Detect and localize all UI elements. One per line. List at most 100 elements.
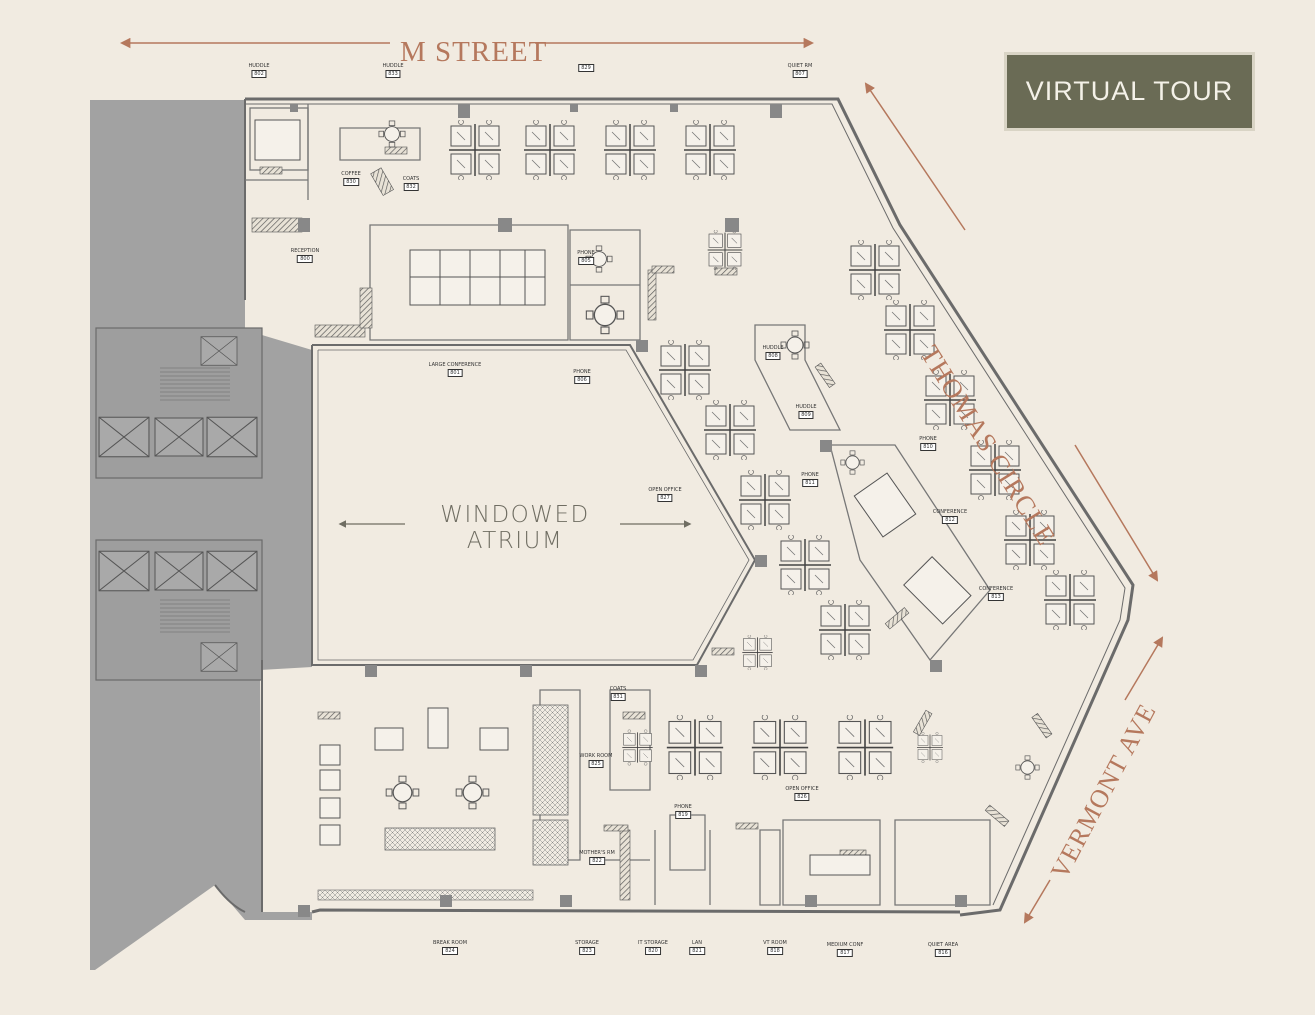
room-name: COFFEE [341, 171, 361, 177]
atrium-line1: WINDOWED [440, 502, 590, 528]
room-name: QUIET AREA [927, 942, 959, 948]
room-name: PHONE [919, 436, 937, 442]
thomas-circle-arrow [864, 82, 1159, 582]
virtual-tour-button[interactable]: VIRTUAL TOUR [1004, 52, 1255, 131]
room-name: MEDIUM CONF [826, 942, 864, 948]
atrium-line2: ATRIUM [466, 528, 564, 554]
room-number: 806 [574, 376, 590, 384]
room-number: 831 [610, 693, 626, 701]
room-name: WORK ROOM [579, 753, 613, 759]
room-number: 817 [837, 949, 853, 957]
room-name: IT STORAGE [638, 940, 668, 946]
room-number: 829 [578, 64, 594, 72]
m-street-label: M STREET [400, 36, 548, 68]
room-number: 824 [442, 947, 458, 955]
room-name: STORAGE [575, 940, 599, 946]
room-number: 809 [798, 411, 814, 419]
room-number: 807 [792, 70, 808, 78]
room-name: HUDDLE [795, 404, 817, 410]
hatched-walls [251, 146, 1053, 901]
columns [290, 104, 967, 917]
exterior-walls [214, 97, 1135, 917]
room-name: CONFERENCE [978, 586, 1014, 592]
vermont-ave-arrow [1023, 636, 1164, 924]
room-number: 830 [343, 178, 359, 186]
room-label-829[interactable]: 829 [578, 63, 594, 72]
room-name: COATS [609, 686, 627, 692]
room-name: RECEPTION [290, 248, 320, 254]
room-number: 800 [297, 255, 313, 263]
room-name: HUDDLE [382, 63, 404, 69]
room-number: 812 [942, 516, 958, 524]
room-number: 822 [589, 857, 605, 865]
room-name: PHONE [577, 250, 595, 256]
room-number: 810 [920, 443, 936, 451]
round-tables [378, 120, 1040, 810]
atrium-label: WINDOWED ATRIUM [420, 502, 610, 554]
counters [317, 704, 569, 901]
room-number: 833 [385, 70, 401, 78]
room-name: BREAK ROOM [432, 940, 468, 946]
room-name: OPEN OFFICE [785, 786, 819, 792]
room-number: 819 [675, 811, 691, 819]
room-number: 816 [935, 949, 951, 957]
room-number: 826 [794, 793, 810, 801]
room-number: 811 [802, 479, 818, 487]
room-name: CONFERENCE [932, 509, 968, 515]
room-name: PHONE [674, 804, 692, 810]
room-name: QUIET RM [787, 63, 813, 69]
conference-tables [254, 119, 972, 876]
room-name: LARGE CONFERENCE [428, 362, 482, 368]
room-number: 818 [767, 947, 783, 955]
room-number: 821 [689, 947, 705, 955]
room-name: HUDDLE [248, 63, 270, 69]
room-name: VT ROOM [763, 940, 787, 946]
room-number: 801 [447, 369, 463, 377]
room-name: COATS [402, 176, 420, 182]
building-core [90, 100, 312, 970]
room-name: HUDDLE [762, 345, 784, 351]
atrium-walls [311, 344, 757, 666]
room-name: LAN [691, 940, 703, 946]
room-number: 808 [765, 352, 781, 360]
room-name: OPEN OFFICE [648, 487, 682, 493]
room-number: 832 [403, 183, 419, 191]
room-number: 823 [579, 947, 595, 955]
room-name: PHONE [573, 369, 591, 375]
room-number: 825 [588, 760, 604, 768]
room-name: MOTHER'S RM [579, 850, 615, 856]
room-number: 802 [251, 70, 267, 78]
break-tables [319, 707, 509, 846]
room-number: 820 [645, 947, 661, 955]
room-number: 827 [657, 494, 673, 502]
